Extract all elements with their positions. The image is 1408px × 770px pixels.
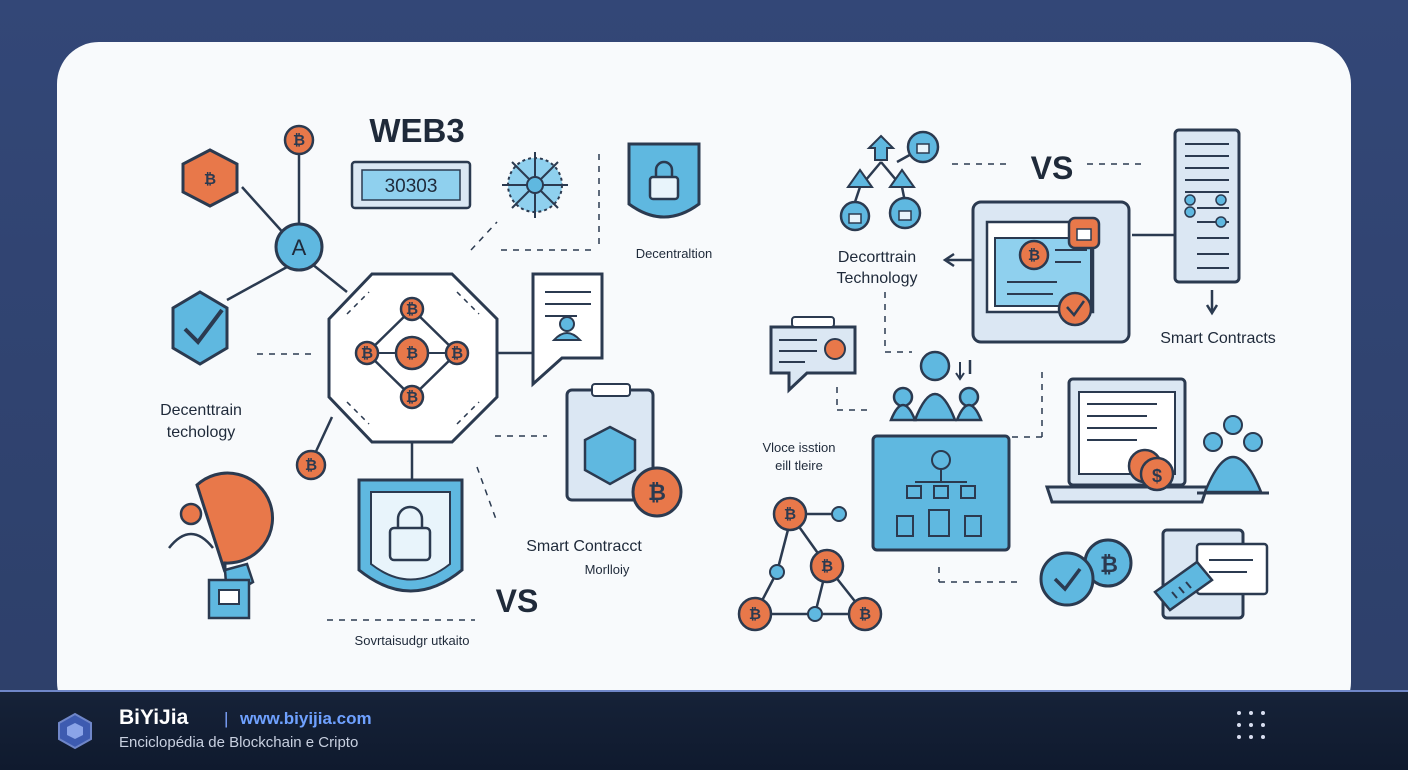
hub-letter: A: [292, 235, 307, 260]
verified-bitcoin-icon: ₿: [1039, 538, 1133, 607]
footer-bar: BiYiJia | www.biyijia.com Enciclopédia d…: [0, 690, 1408, 770]
website-link[interactable]: www.biyijia.com: [240, 709, 372, 728]
diagram-card: ₿ A WEB3: [57, 42, 1351, 724]
smart-contract-clipboard-icon: ₿: [565, 383, 683, 518]
brand-logo-icon: [58, 712, 92, 750]
label-smart-contracts: Smart Contracts: [1160, 330, 1276, 347]
left-network-lines: [226, 154, 537, 482]
bitcoin-network-icon: [737, 496, 883, 632]
right-lines: [942, 233, 1219, 374]
bottom-caption: Sovrtaisudgr utkaito: [355, 633, 470, 648]
bitcoin-coin-icon: [295, 449, 327, 481]
label-smart-contract-1: Smart Contracct: [526, 538, 642, 555]
label-decentral-tech-2: techology: [167, 424, 236, 441]
network-icon: [502, 152, 568, 218]
person-badge-icon: [168, 471, 275, 620]
bitcoin-hexagon-icon: [181, 148, 239, 208]
chat-icon: [769, 316, 857, 394]
diagram-canvas: ₿ A WEB3: [160, 112, 1276, 648]
organization-screen-icon: [871, 434, 1011, 552]
contract-screen-icon: [971, 200, 1131, 344]
left-dashed-lines: [257, 154, 600, 621]
bitcoin-coin-icon: [283, 124, 315, 156]
svg-text:₿: ₿: [1100, 552, 1118, 577]
footer-separator: |: [224, 709, 229, 728]
label-decentral-tech-1: Decenttrain: [160, 402, 242, 419]
access-tree-icon: [839, 130, 940, 232]
svg-text:$: $: [1152, 466, 1162, 486]
hub-node: A: [274, 222, 324, 272]
people-group-icon: [889, 350, 983, 422]
document-list-icon: [1173, 128, 1241, 284]
lock-shield-icon: [627, 142, 701, 219]
label-decentralization: Decentraltion: [636, 246, 713, 261]
label-voice-1: Vloce isstion: [763, 440, 836, 455]
menu-dots-icon[interactable]: [1235, 709, 1267, 741]
brand-name: BiYiJia: [119, 706, 189, 729]
brand-subtitle: Enciclopédia de Blockchain e Cripto: [119, 734, 359, 751]
finance-chart-icon: [1197, 415, 1269, 495]
laptop-icon: $: [1044, 377, 1210, 504]
svg-text:₿: ₿: [648, 480, 666, 505]
label-voice-2: eill tleire: [775, 458, 823, 473]
vs-label-right: VS: [1031, 150, 1074, 186]
label-tech-2: Technology: [837, 270, 918, 287]
label-tech-1: Decorttrain: [838, 249, 916, 266]
web3-title: WEB3: [369, 112, 464, 149]
counter-value: 30303: [385, 176, 438, 197]
label-smart-contract-2: Morlloiy: [585, 562, 630, 577]
lock-shield-large-icon: [357, 478, 464, 593]
document-chat-icon: [531, 272, 604, 388]
counter-display: 30303: [350, 160, 472, 210]
ticket-card-icon: [1153, 528, 1269, 620]
vs-label-left: VS: [496, 583, 539, 619]
shield-check-icon: [171, 290, 229, 366]
blockchain-core: [327, 272, 499, 444]
right-dashed-lines: [836, 163, 1147, 583]
